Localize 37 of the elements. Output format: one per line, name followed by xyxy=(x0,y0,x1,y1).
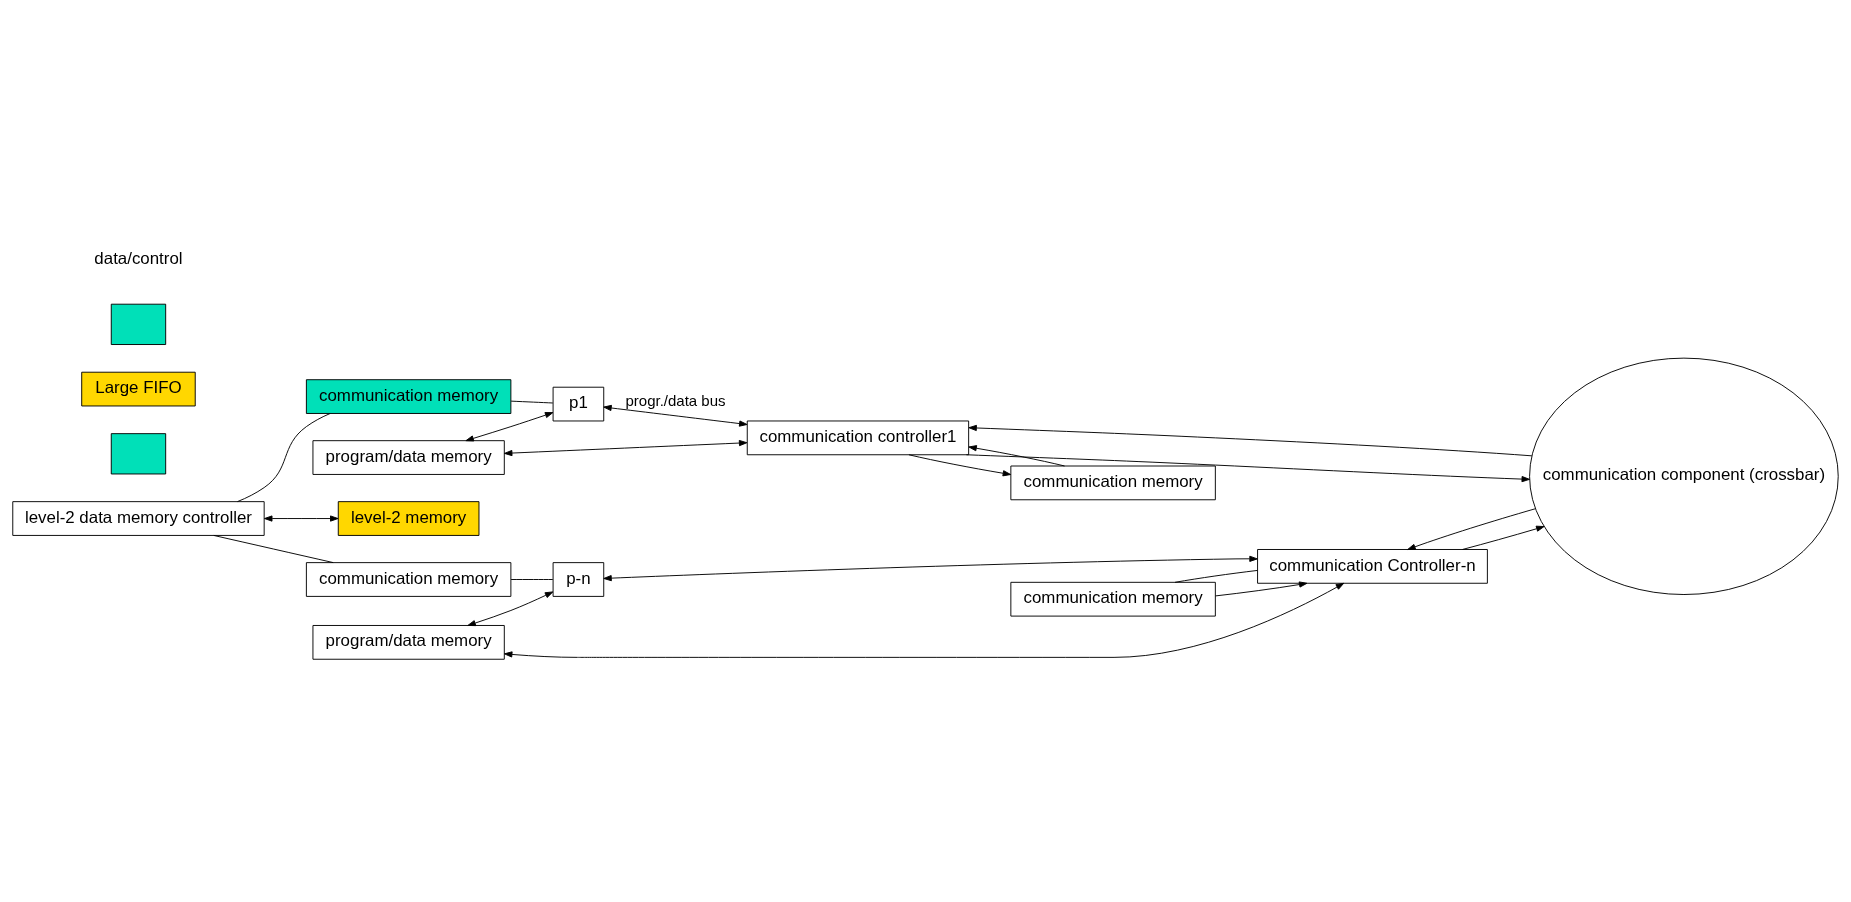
node-box: p1 xyxy=(552,386,605,422)
edge-label: progr./data bus xyxy=(625,391,726,409)
arrow xyxy=(1462,525,1545,550)
arrow xyxy=(968,445,1065,467)
arrow xyxy=(467,591,554,627)
label: data/control xyxy=(94,248,183,268)
connector xyxy=(213,534,334,564)
node-box: communication memory xyxy=(305,379,512,414)
node-box: communication controller1 xyxy=(746,420,970,456)
arrow xyxy=(908,454,1012,477)
node-box: communication memory xyxy=(305,562,512,597)
node-box: communication Controller-n xyxy=(1257,549,1488,584)
node-box: p-n xyxy=(552,562,605,597)
node-ellipse: communication component (crossbar) xyxy=(1529,357,1839,595)
node-box xyxy=(110,303,167,345)
arrow xyxy=(264,515,339,522)
arrow xyxy=(965,454,1530,483)
node-box: level-2 memory xyxy=(337,501,480,536)
arrow xyxy=(504,439,748,457)
node-box: program/data memory xyxy=(312,625,505,660)
connector xyxy=(510,400,554,404)
arrow xyxy=(465,412,554,442)
node-box: communication memory xyxy=(1010,465,1216,501)
connector xyxy=(1174,569,1258,583)
node-box xyxy=(110,433,167,475)
connector xyxy=(236,413,331,503)
arrow xyxy=(603,555,1258,582)
node-box: level-2 data memory controller xyxy=(12,501,265,536)
arrow xyxy=(503,582,1345,658)
arrow xyxy=(968,424,1533,457)
arrow xyxy=(603,404,748,427)
node-box: program/data memory xyxy=(312,440,505,475)
arrow xyxy=(1215,581,1308,597)
connector xyxy=(510,579,554,580)
arrow xyxy=(1407,508,1536,550)
node-box: communication memory xyxy=(1010,581,1216,617)
node-box: Large FIFO xyxy=(81,371,196,407)
